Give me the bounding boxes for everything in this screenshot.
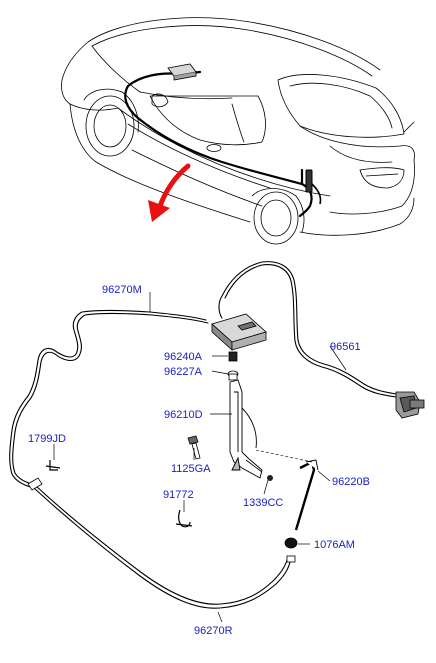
cable-96561 (218, 261, 397, 398)
label-96210d: 96210D (164, 409, 203, 421)
nut-96240a (228, 351, 238, 362)
label-96270r: 96270R (194, 625, 233, 637)
label-96227a: 96227A (164, 366, 203, 378)
label-1125ga: 1125GA (171, 463, 211, 475)
nut-1339cc (267, 475, 273, 481)
label-1339cc: 1339CC (243, 497, 283, 509)
label-1076am: 1076AM (314, 539, 355, 551)
antenna-amplifier-module (211, 313, 267, 351)
label-96240a: 96240A (164, 351, 203, 363)
cable-96270m (9, 309, 209, 489)
connector-96561 (395, 391, 425, 419)
label-96561: 96561 (330, 341, 361, 353)
leader-lines (53, 292, 347, 623)
label-96270m: 96270M (102, 284, 142, 296)
label-91772: 91772 (163, 489, 194, 501)
rod-96220b (294, 459, 319, 531)
clip-1799jd (45, 460, 61, 471)
grommet-1076am (284, 537, 298, 563)
label-96220b: 96220B (332, 476, 370, 488)
cable-96270r (33, 485, 291, 609)
trunk-connector (305, 169, 322, 205)
car-illustration (61, 17, 415, 245)
bolt-1125ga (187, 435, 201, 460)
clip-91772 (175, 509, 193, 528)
red-pointer-arrow (148, 163, 191, 222)
label-1799jd: 1799JD (28, 433, 66, 445)
guide-dashed-line (255, 449, 313, 463)
cable-end-connector (27, 477, 43, 491)
roof-module (167, 63, 197, 81)
antenna-mast-96210d (229, 379, 263, 479)
grommet-96227a (227, 370, 239, 381)
